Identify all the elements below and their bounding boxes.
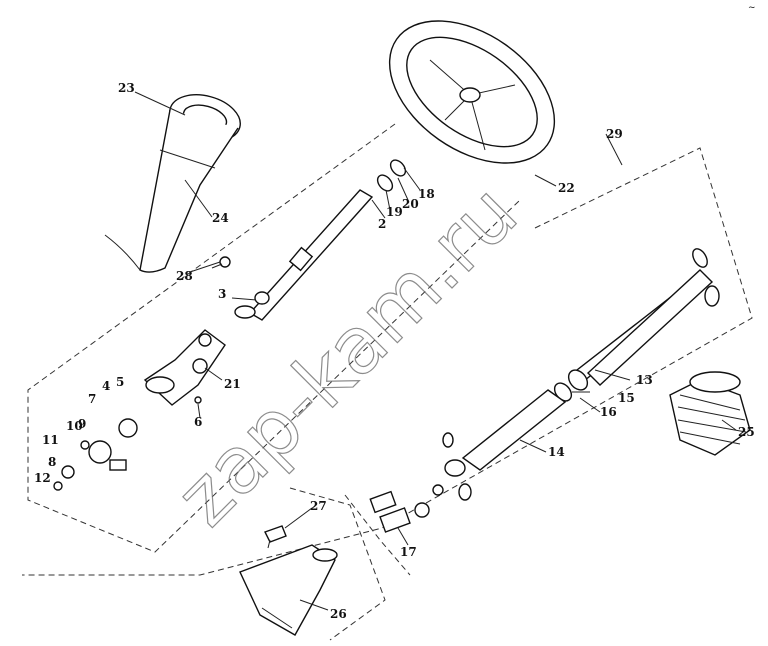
universal-joint bbox=[369, 484, 444, 533]
lower-shaft bbox=[442, 248, 720, 501]
callout-10: 10 bbox=[66, 419, 83, 433]
callout-15: 15 bbox=[618, 391, 635, 405]
callout-2: 2 bbox=[378, 217, 386, 231]
upper-column-dashed-outline bbox=[27, 123, 521, 553]
callout-21: 21 bbox=[224, 377, 241, 391]
callout-18: 18 bbox=[418, 187, 435, 201]
callout-14: 14 bbox=[548, 445, 565, 459]
callout-9: 9 bbox=[78, 417, 86, 431]
rubber-bellows bbox=[669, 371, 751, 456]
callout-3: 3 bbox=[218, 287, 226, 301]
callout-7: 7 bbox=[88, 392, 96, 406]
callout-19: 19 bbox=[386, 205, 403, 219]
callout-8: 8 bbox=[48, 455, 56, 469]
callout-24: 24 bbox=[212, 211, 229, 225]
callout-27: 27 bbox=[310, 499, 327, 513]
assembly-29-dashed-outline bbox=[22, 147, 753, 576]
callout-5: 5 bbox=[116, 375, 124, 389]
lower-shroud bbox=[239, 544, 338, 636]
callout-11: 11 bbox=[42, 433, 59, 447]
callout-20: 20 bbox=[402, 197, 419, 211]
callout-4: 4 bbox=[102, 379, 110, 393]
callout-22: 22 bbox=[558, 181, 575, 195]
callout-12: 12 bbox=[34, 471, 51, 485]
shroud-group-dashed-outline bbox=[289, 487, 386, 641]
callout-6: 6 bbox=[194, 415, 202, 429]
column-cover bbox=[104, 94, 241, 273]
callout-13: 13 bbox=[636, 373, 653, 387]
steering-wheel bbox=[388, 20, 556, 164]
callout-29: 29 bbox=[606, 127, 623, 141]
callout-23: 23 bbox=[118, 81, 135, 95]
column-bracket bbox=[143, 291, 270, 406]
callout-16: 16 bbox=[600, 405, 617, 419]
leader-lines bbox=[134, 91, 737, 611]
screw-27 bbox=[264, 525, 287, 549]
upper-shaft bbox=[248, 159, 407, 321]
lower-joint-parts bbox=[53, 396, 202, 491]
corner-mark: ~ bbox=[748, 3, 756, 13]
screw-28 bbox=[211, 256, 231, 269]
callout-28: 28 bbox=[176, 269, 193, 283]
callout-17: 17 bbox=[400, 545, 417, 559]
callout-26: 26 bbox=[330, 607, 347, 621]
callout-25: 25 bbox=[738, 425, 755, 439]
